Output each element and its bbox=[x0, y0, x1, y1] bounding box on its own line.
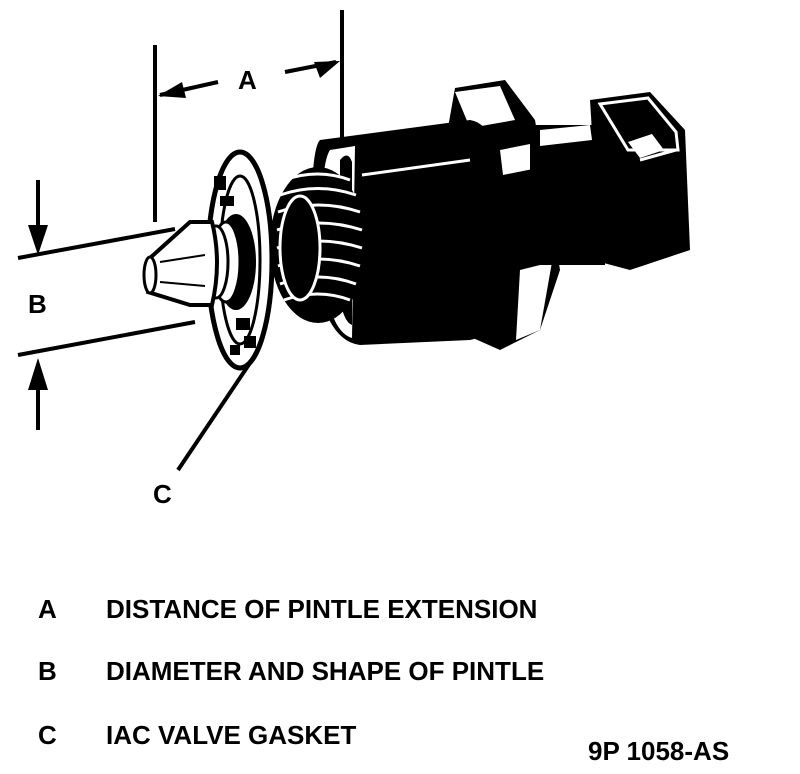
callout-b-label: B bbox=[28, 289, 47, 319]
figure-id: 9P 1058-AS bbox=[588, 736, 730, 766]
electrical-connector bbox=[590, 92, 690, 270]
callout-a-label: A bbox=[238, 65, 257, 95]
dimension-b-arrowheads bbox=[28, 225, 48, 390]
callout-c-label: C bbox=[153, 479, 172, 509]
pintle bbox=[142, 214, 256, 310]
dimension-a-arrowheads bbox=[158, 61, 340, 98]
valve-neck bbox=[530, 125, 605, 265]
callout-c-leader bbox=[176, 358, 254, 472]
threaded-section bbox=[270, 167, 366, 323]
